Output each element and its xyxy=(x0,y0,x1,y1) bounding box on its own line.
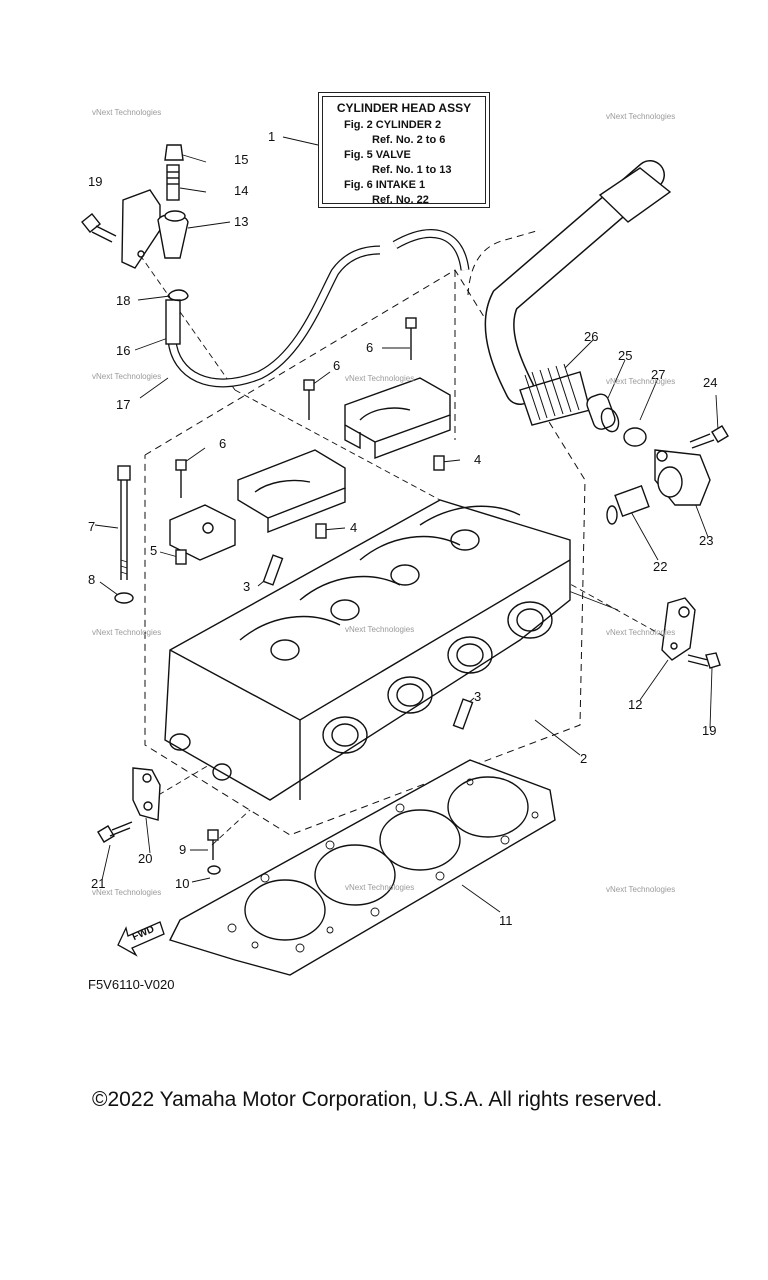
callout-1: 1 xyxy=(268,129,276,144)
reference-line: Ref. No. 1 to 13 xyxy=(372,164,452,176)
bracket-right xyxy=(661,597,696,661)
watermark: vNext Technologies xyxy=(345,625,415,634)
cap-bolts xyxy=(175,317,417,498)
callout-20: 20 xyxy=(138,851,153,866)
thermostat-housing xyxy=(654,449,711,506)
callout-6: 6 xyxy=(333,358,341,373)
callout-24: 24 xyxy=(703,375,718,390)
reference-title: CYLINDER HEAD ASSY xyxy=(336,101,472,115)
hose-clamp xyxy=(623,427,647,447)
callout-22: 22 xyxy=(653,559,668,574)
dowel-pin xyxy=(175,549,187,565)
watermark: vNext Technologies xyxy=(345,374,415,383)
callout-10: 10 xyxy=(175,876,190,891)
dowel-pin xyxy=(315,523,327,539)
cylinder-head xyxy=(164,499,571,801)
thermostat xyxy=(606,484,650,525)
small-bolt xyxy=(207,829,219,841)
bolt-right xyxy=(689,425,729,449)
callout-6: 6 xyxy=(366,340,374,355)
callout-12: 12 xyxy=(628,697,643,712)
plug xyxy=(452,698,474,730)
callout-19: 19 xyxy=(88,174,103,189)
bearing-cap-left xyxy=(169,504,236,561)
callout-25: 25 xyxy=(618,348,633,363)
bearing-cap-right xyxy=(344,377,451,460)
watermark: vNext Technologies xyxy=(606,377,676,386)
callout-3: 3 xyxy=(243,579,251,594)
callout-11: 11 xyxy=(499,913,513,928)
watermark: vNext Technologies xyxy=(92,372,162,381)
part-code: F5V6110-V020 xyxy=(88,977,175,992)
head-gasket xyxy=(169,759,556,976)
watermark: vNext Technologies xyxy=(92,888,162,897)
callout-18: 18 xyxy=(116,293,131,308)
callout-19: 19 xyxy=(702,723,717,738)
watermark: vNext Technologies xyxy=(345,883,415,892)
callout-9: 9 xyxy=(179,842,187,857)
washer xyxy=(114,592,134,604)
bracket-left xyxy=(132,767,161,821)
plug xyxy=(262,554,284,586)
callout-4: 4 xyxy=(350,520,358,535)
watermark: vNext Technologies xyxy=(606,628,676,637)
callout-6: 6 xyxy=(219,436,227,451)
watermark: vNext Technologies xyxy=(606,885,676,894)
dowel-pin xyxy=(433,455,445,471)
head-bolt xyxy=(117,465,131,580)
fitting xyxy=(164,144,184,201)
callout-7: 7 xyxy=(88,519,96,534)
large-hose xyxy=(484,160,672,433)
watermark: vNext Technologies xyxy=(92,108,162,117)
callout-14: 14 xyxy=(234,183,249,198)
callout-8: 8 xyxy=(88,572,96,587)
watermark: vNext Technologies xyxy=(92,628,162,637)
callout-4: 4 xyxy=(474,452,482,467)
callout-16: 16 xyxy=(116,343,131,358)
small-washer xyxy=(207,865,221,875)
bolt-bottom-right xyxy=(687,652,721,669)
bearing-cap-center xyxy=(237,449,346,534)
callout-15: 15 xyxy=(234,152,249,167)
bolt-bottom-left xyxy=(97,821,133,843)
callout-26: 26 xyxy=(584,329,599,344)
reference-line: Ref. No. 2 to 6 xyxy=(372,134,446,146)
callout-17: 17 xyxy=(116,397,131,412)
reference-line: Fig. 6 INTAKE 1 xyxy=(344,179,426,191)
bolt-top-left xyxy=(81,213,117,243)
reference-line: Ref. No. 22 xyxy=(372,194,429,206)
copyright-notice: ©2022 Yamaha Motor Corporation, U.S.A. A… xyxy=(92,1088,663,1111)
hose-assembly xyxy=(165,229,470,388)
callout-5: 5 xyxy=(150,543,158,558)
watermark: vNext Technologies xyxy=(606,112,676,121)
callout-27: 27 xyxy=(651,367,666,382)
callout-3: 3 xyxy=(474,689,482,704)
fwd-arrow xyxy=(117,921,165,957)
reference-line: Fig. 2 CYLINDER 2 xyxy=(344,119,442,131)
callout-23: 23 xyxy=(699,533,714,548)
callout-21: 21 xyxy=(91,876,106,891)
reference-line: Fig. 5 VALVE xyxy=(344,149,411,161)
reference-box: CYLINDER HEAD ASSY Fig. 2 CYLINDER 2 Ref… xyxy=(318,92,490,208)
clamp xyxy=(167,289,189,302)
callout-13: 13 xyxy=(234,214,249,229)
callout-2: 2 xyxy=(580,751,588,766)
joint-bracket xyxy=(121,189,189,269)
